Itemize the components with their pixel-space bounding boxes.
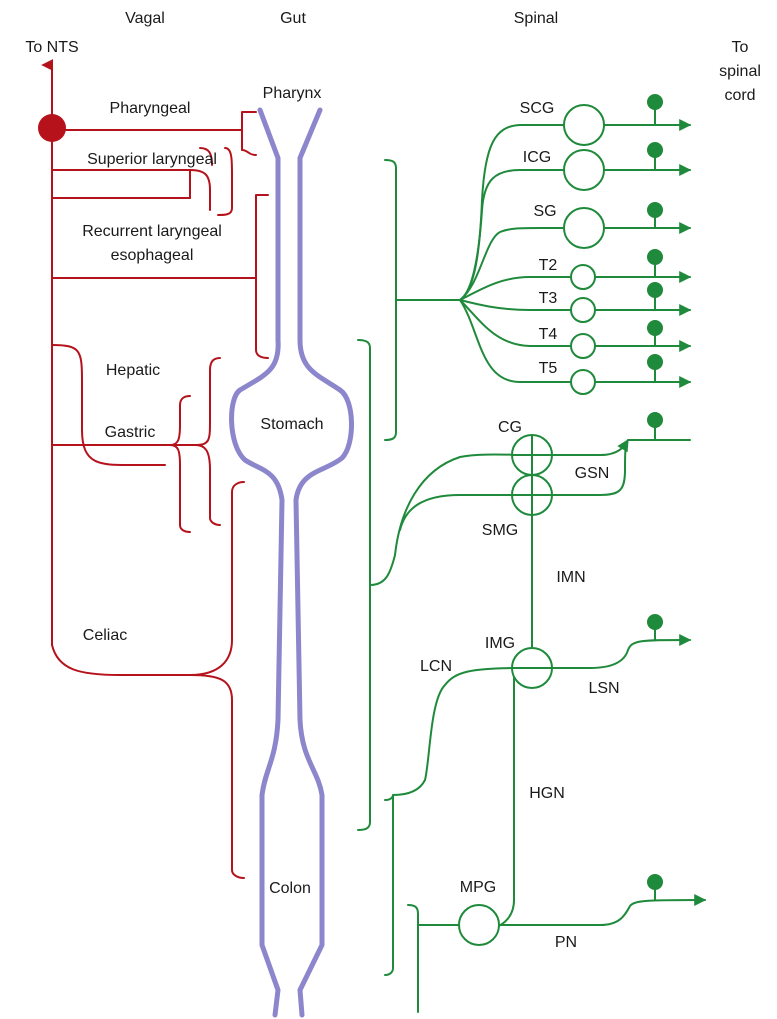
fan-to-icg xyxy=(459,164,692,301)
label-t5: T5 xyxy=(539,360,558,377)
drg-soma-t3 xyxy=(647,282,663,298)
label-t4: T4 xyxy=(539,326,558,343)
nerve-lcn xyxy=(424,634,692,781)
header-vagal: Vagal xyxy=(125,10,165,27)
label-img: IMG xyxy=(485,635,515,652)
fan-to-t2 xyxy=(459,271,692,301)
vagal-label-gastric: Gastric xyxy=(105,424,156,441)
drg-soma-gsn xyxy=(647,412,663,428)
gut-tube xyxy=(229,107,354,1018)
fan-to-t4 xyxy=(459,299,692,352)
label-hgn: HGN xyxy=(529,785,565,802)
label-lsn: LSN xyxy=(588,680,619,697)
nerve-pn xyxy=(469,894,707,926)
vagal-label-superior-laryngeal: Superior laryngeal xyxy=(87,151,217,168)
ganglion-sg xyxy=(563,207,605,249)
gut-label-pharynx: Pharynx xyxy=(263,85,322,102)
gut-left-wall xyxy=(229,107,285,1018)
header-spinal: Spinal xyxy=(514,10,558,27)
vagal-label-esophageal: esophageal xyxy=(111,247,194,264)
ganglion-t3 xyxy=(570,297,596,323)
label-t3: T3 xyxy=(539,290,558,307)
ganglion-t2 xyxy=(570,264,596,290)
nerve-gsn xyxy=(394,440,691,556)
vagal-branch-hepatic-gastric xyxy=(51,344,221,533)
label-t2: T2 xyxy=(539,257,558,274)
label-gsn: GSN xyxy=(575,465,610,482)
vagal-label-celiac: Celiac xyxy=(83,627,127,644)
ganglion-icg xyxy=(563,149,605,191)
drg-somata xyxy=(647,94,663,890)
label-scg: SCG xyxy=(520,100,555,117)
drg-soma-t4 xyxy=(647,320,663,336)
vagal-label-hepatic: Hepatic xyxy=(106,362,160,379)
prevertebral-crosslines xyxy=(511,434,553,669)
label-lcn: LCN xyxy=(420,658,452,675)
bracket-lower xyxy=(384,779,426,976)
target-to-nts: To NTS xyxy=(25,39,78,56)
label-cg: CG xyxy=(498,419,522,436)
drg-soma-sg xyxy=(647,202,663,218)
drg-soma-t2 xyxy=(647,249,663,265)
fan-to-t5 xyxy=(459,299,692,388)
label-pn: PN xyxy=(555,934,577,951)
vagal-branch-superior-laryngeal xyxy=(51,147,233,216)
ganglion-mpg xyxy=(458,904,500,946)
ganglion-t5 xyxy=(570,369,596,395)
bracket-upper xyxy=(384,159,461,441)
spinal-pathways xyxy=(357,101,707,1013)
vagal-branch-pharyngeal xyxy=(51,111,257,156)
label-sg: SG xyxy=(533,203,556,220)
label-icg: ICG xyxy=(523,149,551,166)
vagal-pathways xyxy=(41,59,269,879)
target-to-spinal-cord-line2: spinal xyxy=(719,63,761,80)
gut-right-wall xyxy=(293,107,354,1018)
fan-to-sg xyxy=(459,222,692,301)
drg-soma-scg xyxy=(647,94,663,110)
drg-soma-icg xyxy=(647,142,663,158)
drg-soma-pn xyxy=(647,874,663,890)
vagal-branch-recurrent-laryngeal xyxy=(51,194,269,359)
nts-soma xyxy=(38,114,66,142)
gut-label-colon: Colon xyxy=(269,880,311,897)
target-to-spinal-cord-line1: To xyxy=(732,39,749,56)
target-to-spinal-cord-line3: cord xyxy=(724,87,755,104)
label-imn: IMN xyxy=(556,569,585,586)
vagal-branch-celiac xyxy=(51,481,245,879)
fan-to-t3 xyxy=(459,299,692,316)
bracket-middle xyxy=(357,339,396,831)
gut-label-stomach: Stomach xyxy=(260,416,323,433)
drg-soma-lsn xyxy=(647,614,663,630)
drg-soma-t5 xyxy=(647,354,663,370)
label-mpg: MPG xyxy=(460,879,496,896)
ganglion-scg xyxy=(563,104,605,146)
ganglion-t4 xyxy=(570,333,596,359)
header-gut: Gut xyxy=(280,10,306,27)
label-smg: SMG xyxy=(482,522,518,539)
ganglia xyxy=(458,104,605,946)
vagal-label-recurrent-laryngeal: Recurrent laryngeal xyxy=(82,223,222,240)
vagal-label-pharyngeal: Pharyngeal xyxy=(110,100,191,117)
